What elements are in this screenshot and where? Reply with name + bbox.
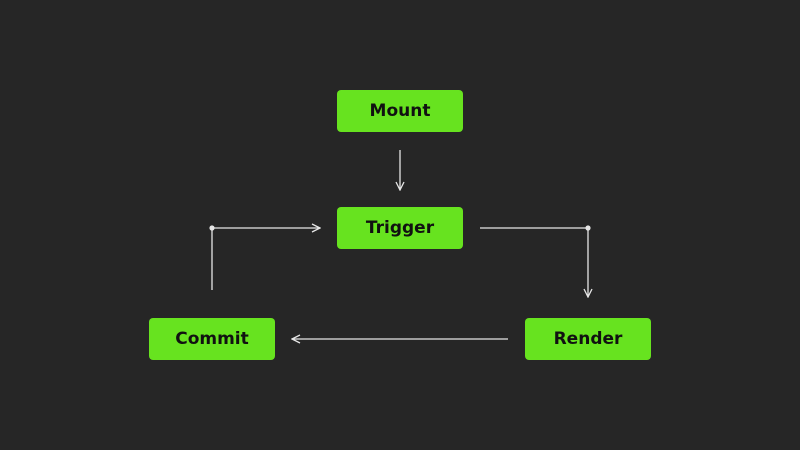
node-render: Render xyxy=(525,318,651,360)
node-commit-label: Commit xyxy=(175,329,249,349)
edge-trigger-to-render xyxy=(480,227,588,297)
edge-trigger-to-render-corner-dot xyxy=(585,225,591,231)
node-trigger: Trigger xyxy=(337,207,463,249)
node-commit: Commit xyxy=(149,318,275,360)
edge-commit-to-trigger-corner-dot xyxy=(209,225,215,231)
node-render-label: Render xyxy=(553,329,623,349)
node-mount-label: Mount xyxy=(369,101,431,121)
node-trigger-label: Trigger xyxy=(365,218,435,238)
edge-commit-to-trigger xyxy=(211,228,320,290)
node-mount: Mount xyxy=(337,90,463,132)
